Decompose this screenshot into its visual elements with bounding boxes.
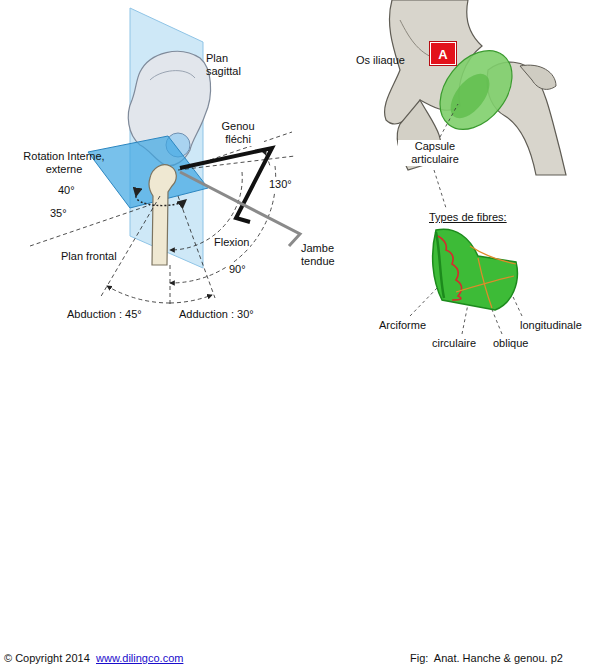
fibre-type: longitudinale — [519, 319, 583, 332]
angle-value: 35° — [50, 207, 67, 220]
movement-label: Adduction : 30° — [178, 308, 255, 321]
movement-label: Flexion — [213, 236, 250, 249]
capsule-fibres — [433, 229, 518, 310]
rotation-arrow — [136, 196, 186, 206]
femur-upper — [520, 65, 556, 89]
fibre-type: circulaire — [431, 337, 477, 350]
angle-arcs — [170, 166, 276, 283]
straight-leg — [180, 172, 300, 246]
joint-capsule — [425, 37, 526, 143]
leader-lines — [440, 104, 458, 137]
femur-bone — [149, 165, 176, 265]
axis-lines — [178, 196, 215, 298]
joint-capsule — [443, 67, 497, 125]
capsule-fibres — [436, 232, 444, 298]
capsule-fibres — [438, 236, 462, 300]
capsule-fibres — [433, 229, 518, 310]
callout-letter: A — [431, 47, 455, 62]
leg-label: Genou fléchi — [212, 120, 264, 146]
capsule-fibres — [456, 276, 514, 292]
rotation-arrow — [136, 196, 186, 206]
part-name: Os iliaque — [356, 54, 405, 67]
copyright-note: © Copyright 2014 — [4, 652, 90, 665]
horizontal-plane — [88, 136, 208, 208]
angle-arcs — [107, 286, 170, 303]
angle-value: 130° — [268, 178, 293, 191]
figure-caption: Fig: Anat. Hanche & genou. p2 — [410, 652, 563, 665]
section-heading: Types de fibres: — [428, 211, 508, 224]
axis-lines — [170, 265, 171, 305]
fibre-type: Arciforme — [378, 319, 427, 332]
leader-lines — [410, 285, 440, 316]
plane-label: Plan frontal — [60, 250, 118, 263]
straight-leg — [180, 172, 300, 246]
joint-capsule — [425, 37, 526, 143]
leg-label: Jambe tendue — [300, 242, 342, 268]
leader-lines — [462, 304, 468, 334]
angle-value: 40° — [58, 184, 75, 197]
fibre-type: oblique — [492, 337, 529, 350]
capsule-fibres — [470, 246, 516, 264]
axis-lines — [100, 196, 160, 298]
part-name: Capsule articulaire — [398, 140, 472, 166]
angle-arcs — [170, 295, 212, 303]
website-link: www.dilingco.com — [96, 652, 183, 665]
pelvis-bone — [150, 71, 195, 80]
movement-label: Abduction : 45° — [66, 308, 143, 321]
callout-box: A — [430, 42, 456, 65]
movement-label: Rotation Interne, externe — [20, 150, 108, 176]
horizontal-plane — [88, 136, 208, 208]
femur-bone — [149, 165, 176, 265]
axis-lines — [30, 205, 150, 246]
leader-lines — [434, 170, 446, 208]
leader-lines — [410, 104, 522, 334]
plane-label: Plan sagittal — [206, 52, 258, 78]
angle-value: 90° — [228, 263, 247, 276]
